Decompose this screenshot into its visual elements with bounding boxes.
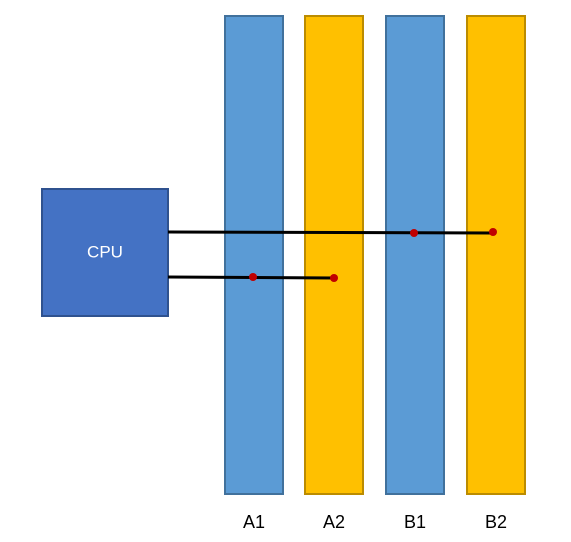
cpu-box [41,188,169,317]
bar-a2 [304,15,364,495]
bar-label-b1: B1 [404,512,426,532]
bar-b2 [466,15,526,495]
junction-dot-a2 [330,274,338,282]
junction-dot-b1 [410,229,418,237]
junction-dot-b2 [489,228,497,236]
wire-upper-bus [167,230,494,235]
bar-label-a1: A1 [243,512,265,532]
bar-a1 [224,15,284,495]
bar-b1 [385,15,445,495]
junction-dot-a1 [249,273,257,281]
bar-label-b2: B2 [485,512,507,532]
bar-label-a2: A2 [323,512,345,532]
cpu-label: CPU [87,242,123,261]
